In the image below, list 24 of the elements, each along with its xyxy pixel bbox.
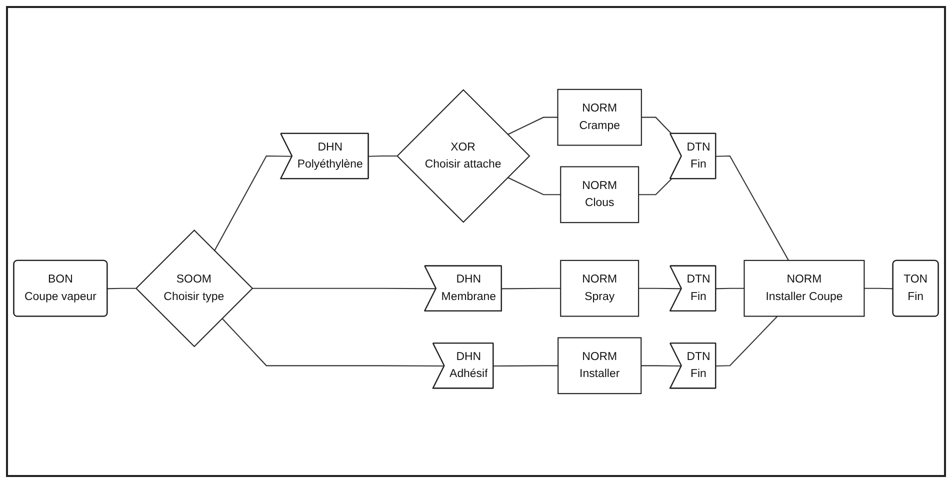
connector xyxy=(107,288,136,290)
node-box: NORM Clous xyxy=(560,166,640,224)
connector xyxy=(222,318,445,367)
connector xyxy=(716,155,790,261)
connector xyxy=(641,365,682,367)
connector xyxy=(716,288,744,290)
node-box: NORM Installer Coupe xyxy=(744,260,865,317)
connector xyxy=(493,365,558,367)
connector xyxy=(716,316,778,367)
node-box: NORM Crampe xyxy=(557,88,642,146)
connector xyxy=(368,155,397,157)
connector xyxy=(638,178,672,196)
connector xyxy=(252,288,436,290)
connector xyxy=(502,288,561,290)
node-box: NORM Spray xyxy=(560,260,640,317)
connector xyxy=(507,116,558,136)
node-diamond: XOR Choisir attache xyxy=(396,89,530,223)
node-box: NORM Installer xyxy=(558,337,642,394)
connector xyxy=(507,176,561,196)
connector xyxy=(864,288,894,290)
connector xyxy=(214,155,292,252)
connector xyxy=(638,288,682,290)
node-diamond: SOOM Choisir type xyxy=(135,229,254,348)
connector xyxy=(641,116,672,134)
